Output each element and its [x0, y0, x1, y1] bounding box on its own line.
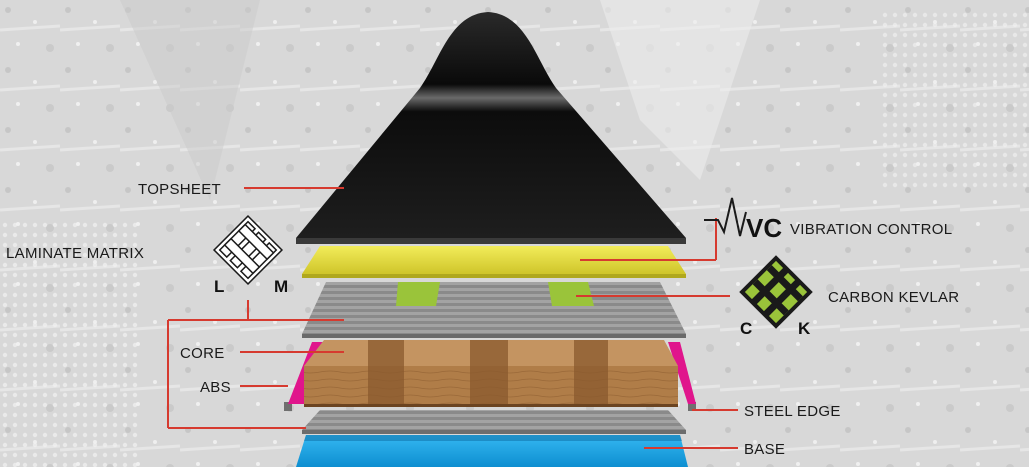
- carbon-stringer-left: [396, 282, 440, 306]
- label-base: BASE: [744, 441, 785, 458]
- core-dark-strip: [574, 340, 608, 406]
- topsheet-edge: [296, 238, 686, 244]
- core-dark-strip: [368, 340, 404, 406]
- ck-badge-left: C: [740, 319, 752, 338]
- core-dark-strip: [470, 340, 508, 406]
- label-laminate-matrix: LAMINATE MATRIX: [6, 245, 144, 262]
- label-carbon-kevlar: CARBON KEVLAR: [828, 289, 959, 306]
- lower-laminate-edge: [302, 430, 686, 434]
- upper-laminate-edge: [302, 334, 686, 338]
- label-steel-edge: STEEL EDGE: [744, 403, 841, 420]
- vc-badge: VC: [746, 213, 782, 243]
- lm-badge-right: M: [274, 277, 288, 296]
- background-dot-texture: [880, 10, 1029, 190]
- label-topsheet: TOPSHEET: [138, 181, 221, 198]
- carbon-stringer-right: [548, 282, 594, 306]
- upper-laminate-layer: [302, 282, 686, 334]
- lower-laminate-layer: [302, 410, 686, 430]
- lm-badge-left: L: [214, 277, 224, 296]
- vibration-control-edge: [302, 274, 686, 278]
- label-vibration-control: VIBRATION CONTROL: [790, 221, 952, 238]
- core-bottom-edge: [304, 404, 678, 407]
- label-core: CORE: [180, 345, 225, 362]
- base-layer-edge: [304, 435, 682, 441]
- label-abs: ABS: [200, 379, 231, 396]
- ck-badge-right: K: [798, 319, 811, 338]
